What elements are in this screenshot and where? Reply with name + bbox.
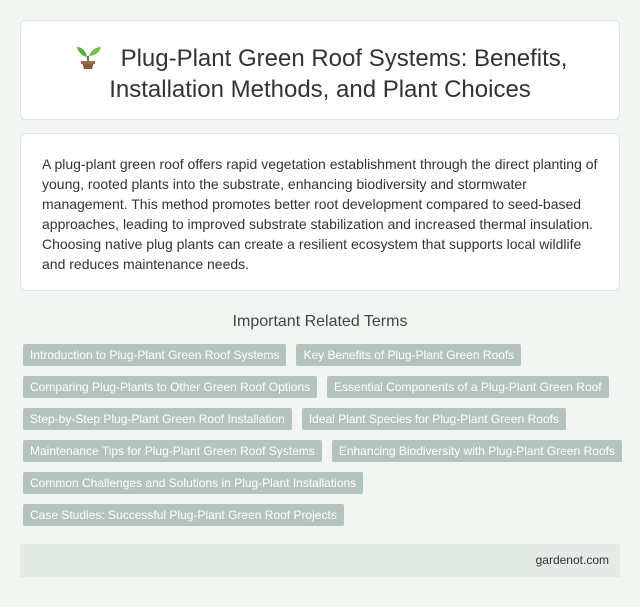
page-title-text: Plug-Plant Green Roof Systems: Benefits,… <box>109 45 568 103</box>
summary-card: A plug-plant green roof offers rapid veg… <box>20 133 620 291</box>
related-term-link[interactable]: Maintenance Tips for Plug-Plant Green Ro… <box>23 440 322 462</box>
related-terms-heading: Important Related Terms <box>232 313 408 330</box>
related-term-link[interactable]: Case Studies: Successful Plug-Plant Gree… <box>23 504 344 526</box>
related-term-link[interactable]: Key Benefits of Plug-Plant Green Roofs <box>296 344 522 366</box>
related-terms-list: Introduction to Plug-Plant Green Roof Sy… <box>20 344 625 526</box>
related-term-link[interactable]: Enhancing Biodiversity with Plug-Plant G… <box>331 440 622 462</box>
related-term-link[interactable]: Introduction to Plug-Plant Green Roof Sy… <box>23 344 287 366</box>
related-term-link[interactable]: Common Challenges and Solutions in Plug-… <box>23 472 364 494</box>
related-term-link[interactable]: Ideal Plant Species for Plug-Plant Green… <box>301 408 566 430</box>
related-term-link[interactable]: Essential Components of a Plug-Plant Gre… <box>327 376 609 398</box>
page-title: Plug-Plant Green Roof Systems: Benefits,… <box>21 43 619 105</box>
summary-text: A plug-plant green roof offers rapid veg… <box>42 156 598 272</box>
footer-site-name[interactable]: gardenot.com <box>535 553 609 567</box>
footer: gardenot.com <box>20 544 620 577</box>
related-term-link[interactable]: Step-by-Step Plug-Plant Green Roof Insta… <box>23 408 292 430</box>
related-term-link[interactable]: Comparing Plug-Plants to Other Green Roo… <box>23 376 318 398</box>
title-card: Plug-Plant Green Roof Systems: Benefits,… <box>20 20 620 120</box>
sprout-icon <box>76 47 101 69</box>
